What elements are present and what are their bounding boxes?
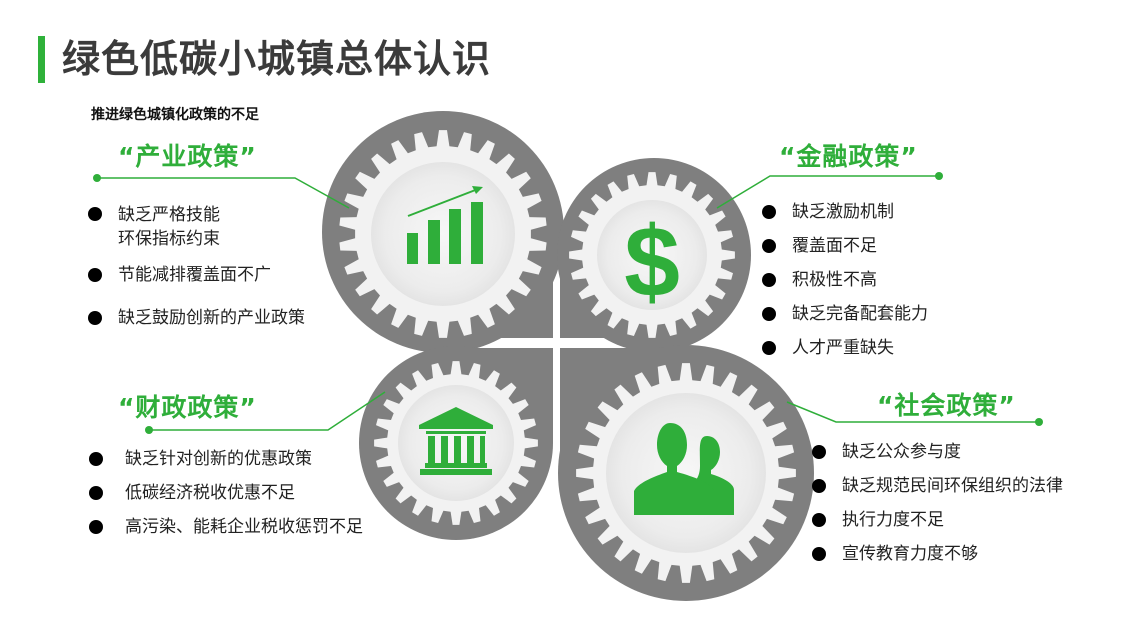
bullet-icon: [89, 452, 103, 466]
category-title-finance: “金融政策”: [779, 142, 918, 171]
bank-building-icon: [419, 407, 493, 475]
list-item: 缺乏完备配套能力: [762, 303, 928, 325]
connector-lines: [97, 175, 1039, 431]
list-item: 人才严重缺失: [762, 337, 928, 359]
bullet-icon: [89, 486, 103, 500]
category-title-industry: “产业政策”: [118, 142, 257, 171]
page-subtitle: 推进绿色城镇化政策的不足: [91, 107, 259, 123]
bullet-icon: [762, 307, 776, 321]
list-item: 缺乏规范民间环保组织的法律: [812, 475, 1063, 497]
list-item: 缺乏严格技能 环保指标约束: [88, 203, 305, 251]
list-item: 缺乏针对创新的优惠政策: [89, 448, 363, 470]
bullet-icon: [812, 479, 826, 493]
list-fiscal: 缺乏针对创新的优惠政策 低碳经济税收优惠不足 高污染、能耗企业税收惩罚不足: [89, 448, 363, 538]
bullet-icon: [812, 547, 826, 561]
bullet-icon: [812, 445, 826, 459]
list-item: 高污染、能耗企业税收惩罚不足: [89, 516, 363, 538]
category-title-fiscal: “财政政策”: [118, 393, 257, 422]
list-social: 缺乏公众参与度 缺乏规范民间环保组织的法律 执行力度不足 宣传教育力度不够: [812, 441, 1063, 565]
people-group-icon: [634, 423, 734, 515]
list-item: 宣传教育力度不够: [812, 543, 1063, 565]
bullet-icon: [88, 207, 102, 221]
list-item: 缺乏公众参与度: [812, 441, 1063, 463]
list-item: 节能减排覆盖面不广: [88, 264, 305, 286]
connector-end-dots: [93, 172, 1043, 434]
bullet-icon: [88, 311, 102, 325]
title-accent-bar: [38, 36, 45, 83]
list-item: 缺乏鼓励创新的产业政策: [88, 307, 305, 329]
bar-chart-growth-icon: [407, 186, 483, 264]
bullet-icon: [89, 520, 103, 534]
list-item: 覆盖面不足: [762, 235, 928, 257]
bullet-icon: [762, 239, 776, 253]
list-item: 低碳经济税收优惠不足: [89, 482, 363, 504]
gear-finance: [569, 172, 735, 338]
list-item: 执行力度不足: [812, 509, 1063, 531]
bullet-icon: [762, 341, 776, 355]
bullet-icon: [762, 273, 776, 287]
page-title: 绿色低碳小城镇总体认识: [62, 37, 492, 81]
list-industry: 缺乏严格技能 环保指标约束 节能减排覆盖面不广 缺乏鼓励创新的产业政策: [88, 203, 305, 329]
bullet-icon: [812, 513, 826, 527]
list-finance: 缺乏激励机制 覆盖面不足 积极性不高 缺乏完备配套能力 人才严重缺失: [762, 201, 928, 359]
list-item: 积极性不高: [762, 269, 928, 291]
category-title-social: “社会政策”: [877, 391, 1016, 420]
gear-industry: [339, 130, 547, 338]
bullet-icon: [88, 268, 102, 282]
dollar-icon: $: [624, 206, 680, 318]
bullet-icon: [762, 205, 776, 219]
list-item: 缺乏激励机制: [762, 201, 928, 223]
